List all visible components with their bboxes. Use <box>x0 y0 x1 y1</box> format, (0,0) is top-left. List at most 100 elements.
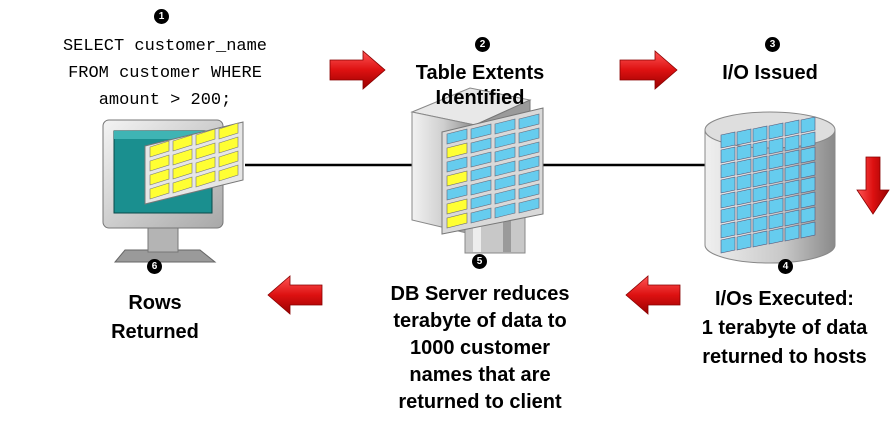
server-table-cell <box>470 123 492 140</box>
step4-line-1: I/Os Executed: <box>715 288 854 310</box>
server-table-cell <box>518 197 540 214</box>
monitor-table-cell <box>172 134 193 152</box>
step5-label: DB Server reduces terabyte of data to 10… <box>345 281 615 416</box>
step6-line-1: Rows <box>128 292 182 314</box>
disk-table-cell <box>800 161 816 179</box>
disk-table-cell <box>720 161 736 179</box>
server-table-cell <box>470 137 492 154</box>
monitor-table-cell <box>218 136 239 154</box>
disk-table-cell <box>720 236 736 254</box>
monitor-table-cell <box>195 156 216 174</box>
disk-table-cell <box>784 134 800 152</box>
disk-table-cell <box>736 233 752 251</box>
disk-table-cell <box>800 176 816 194</box>
step4-label: I/Os Executed: 1 terabyte of data return… <box>678 285 891 372</box>
monitor-table-cell <box>149 154 170 172</box>
monitor-table-cell <box>218 150 239 168</box>
server-table-cell <box>494 146 516 163</box>
storage-disk-icon <box>704 111 836 264</box>
server-table-cell <box>470 179 492 196</box>
disk-table-cell <box>736 173 752 191</box>
disk-table-cell <box>784 149 800 167</box>
server-table-cell <box>446 198 468 215</box>
server-table-cell <box>494 174 516 191</box>
disk-table-cell <box>800 206 816 224</box>
disk-table-cell <box>736 143 752 161</box>
disk-table-cell <box>720 221 736 239</box>
step5-line-2: terabyte of data to <box>393 310 567 332</box>
server-table-cell <box>518 141 540 158</box>
monitor-table-cell <box>149 182 170 200</box>
disk-table-cell <box>784 209 800 227</box>
step-badge-2: 2 <box>475 37 490 52</box>
sql-line-1: SELECT customer_name <box>62 37 268 56</box>
disk-table-cell <box>752 200 768 218</box>
step-badge-3: 3 <box>765 37 780 52</box>
disk-table-cell <box>784 224 800 242</box>
disk-table-cell <box>784 194 800 212</box>
server-table-cell <box>446 212 468 229</box>
step4-line-2: 1 terabyte of data <box>701 317 868 339</box>
server-table-cell <box>470 207 492 224</box>
monitor-table-cell <box>195 128 216 146</box>
server-table-cell <box>494 188 516 205</box>
step3-line-1: I/O Issued <box>722 62 818 84</box>
monitor-table-cell <box>195 142 216 160</box>
disk-table-cell <box>736 188 752 206</box>
server-table-cell <box>518 113 540 130</box>
server-table-cell <box>494 132 516 149</box>
disk-table-cell <box>768 137 784 155</box>
monitor-table-cell <box>218 122 239 140</box>
disk-table-cell <box>736 158 752 176</box>
server-table-cell <box>446 156 468 173</box>
disk-table-cell <box>768 227 784 245</box>
step-badge-5: 5 <box>472 254 487 269</box>
step5-line-3: 1000 customer <box>409 337 551 359</box>
sql-query: SELECT customer_name FROM customer WHERE… <box>0 33 330 114</box>
step6-line-2: Returned <box>111 321 199 343</box>
monitor-table-cell <box>149 140 170 158</box>
disk-table-cell <box>768 152 784 170</box>
step-badge-4: 4 <box>778 259 793 274</box>
server-table-cell <box>446 142 468 159</box>
disk-table-cell <box>768 167 784 185</box>
step-badge-6: 6 <box>147 259 162 274</box>
disk-table-cell <box>720 206 736 224</box>
disk-table-cell <box>800 146 816 164</box>
step3-label: I/O Issued <box>690 61 850 86</box>
server-table-cell <box>446 128 468 145</box>
disk-table-cell <box>768 122 784 140</box>
arrow-left-1 <box>625 275 681 315</box>
arrow-right-1 <box>329 50 386 90</box>
server-table-cell <box>470 165 492 182</box>
disk-table-cell <box>736 218 752 236</box>
disk-table-cell <box>784 164 800 182</box>
disk-table-cell <box>752 170 768 188</box>
disk-table-cell <box>752 185 768 203</box>
disk-table-cell <box>752 140 768 158</box>
arrow-right-2 <box>619 50 678 90</box>
server-table-cell <box>470 193 492 210</box>
monitor-table-cell <box>172 148 193 166</box>
disk-table-cell <box>800 191 816 209</box>
disk-table-cell <box>768 182 784 200</box>
step5-line-4: names that are <box>409 364 551 386</box>
disk-table-cell <box>768 212 784 230</box>
disk-table-cell <box>768 197 784 215</box>
server-table-cell <box>446 170 468 187</box>
step2-label: Table Extents Identified <box>385 61 575 111</box>
server-table-cell <box>518 127 540 144</box>
step-badge-1: 1 <box>154 9 169 24</box>
server-table-cell <box>518 169 540 186</box>
server-table-cell <box>518 183 540 200</box>
monitor-table-cell <box>149 168 170 186</box>
step2-line-1: Table Extents <box>415 62 545 84</box>
server-table-cell <box>494 202 516 219</box>
disk-table-cell <box>752 215 768 233</box>
disk-table-cell <box>784 119 800 137</box>
server-table-cell <box>518 155 540 172</box>
disk-table-cell <box>720 131 736 149</box>
disk-table-cell <box>752 230 768 248</box>
server-table-cell <box>446 184 468 201</box>
